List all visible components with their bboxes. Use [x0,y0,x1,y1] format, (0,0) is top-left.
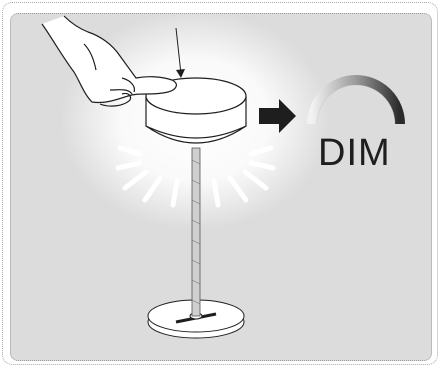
lamp-stem [192,148,200,316]
dim-label: DIM [318,134,391,172]
